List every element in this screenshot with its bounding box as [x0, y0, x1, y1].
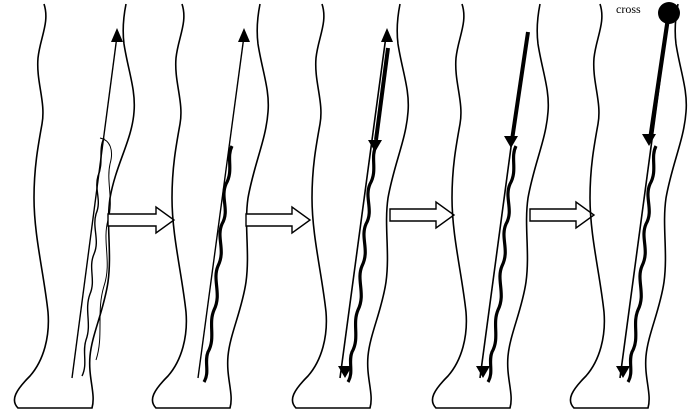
transition-arrow-4	[530, 202, 594, 228]
right-arrow-icon	[530, 202, 594, 228]
leg-outline	[292, 4, 408, 408]
panel-5: cross	[570, 2, 686, 408]
cross-marker	[658, 2, 680, 24]
thick-wavy-vein	[488, 146, 516, 382]
leg-outline	[14, 4, 134, 408]
panel-3	[292, 4, 408, 408]
arrowhead	[381, 28, 393, 42]
upper-arrowhead	[642, 134, 656, 146]
thick-arrow	[512, 32, 528, 140]
thick-arrow	[650, 18, 668, 140]
transition-arrow-3	[390, 202, 454, 228]
lower-arrowhead	[476, 366, 490, 378]
transition-arrow-1	[108, 207, 174, 233]
transition-arrow-2	[246, 207, 310, 233]
leg-outline	[570, 4, 686, 408]
right-arrow-icon	[390, 202, 454, 228]
thick-wavy-vein	[348, 146, 376, 382]
arrowhead	[111, 28, 123, 42]
straight-arrow	[198, 36, 244, 378]
straight-arrow	[340, 36, 386, 378]
arrowhead	[238, 28, 250, 42]
right-arrow-icon	[108, 207, 174, 233]
right-arrow-icon	[246, 207, 310, 233]
panel-2	[152, 4, 268, 408]
leg-outline	[432, 4, 548, 408]
panel-1	[14, 4, 134, 408]
panel-4	[432, 4, 548, 408]
thick-wavy-vein	[628, 146, 656, 382]
thick-wavy-vein	[204, 146, 232, 382]
lower-arrowhead	[616, 366, 630, 378]
cross-label: cross	[616, 2, 641, 16]
